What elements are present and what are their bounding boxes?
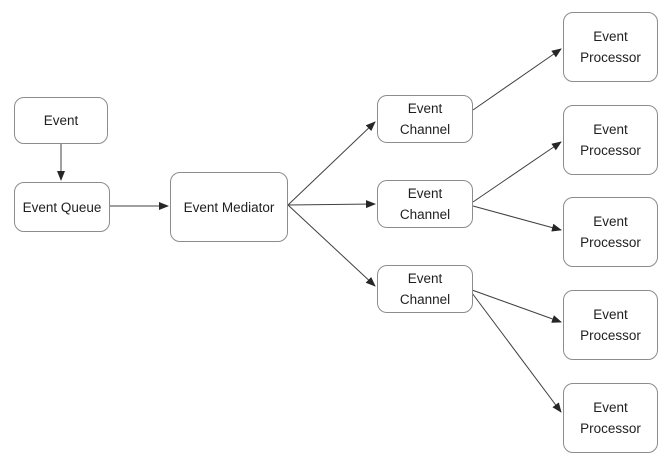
node-label-line: Processor <box>580 235 641 250</box>
node-label-line: Event <box>407 101 443 116</box>
node-label-line: Event <box>407 186 443 201</box>
node-label-line: Channel <box>399 292 451 307</box>
node-event-mediator: Event Mediator <box>170 172 288 242</box>
node-label-line: Event <box>593 400 628 415</box>
edge-event-mediator-to-event-channel-2 <box>287 200 376 209</box>
edge-event-channel-3-to-event-processor-5 <box>471 292 562 413</box>
node-label-line: Processor <box>580 50 641 65</box>
node-label-line: Processor <box>580 328 641 343</box>
node-label-line: Channel <box>399 122 451 137</box>
node-label-line: Event <box>43 113 79 128</box>
edge-event-channel-2-to-event-processor-3 <box>472 205 562 232</box>
edges-group <box>57 48 562 413</box>
node-label-line: Event <box>593 307 628 322</box>
node-event: Event <box>14 97 108 144</box>
node-label-line: Channel <box>399 207 451 222</box>
edge-event-channel-1-to-event-processor-1 <box>472 48 562 111</box>
node-event-queue: Event Queue <box>14 182 110 232</box>
node-label-line: Processor <box>580 143 641 158</box>
node-label-line: Event Queue <box>22 199 102 215</box>
node-label-line: Event Mediator <box>183 199 275 215</box>
edge-event-channel-2-to-event-processor-2 <box>472 141 562 203</box>
node-label-line: Event <box>593 214 628 229</box>
edge-event-channel-3-to-event-processor-4 <box>471 289 562 323</box>
node-label-line: Event <box>593 29 628 44</box>
node-label-line: Event <box>407 271 443 286</box>
node-label-line: Event <box>593 122 628 137</box>
edge-event-mediator-to-event-channel-3 <box>287 204 376 287</box>
node-label-line: Processor <box>580 421 641 436</box>
edge-event-mediator-to-event-channel-1 <box>287 121 376 206</box>
